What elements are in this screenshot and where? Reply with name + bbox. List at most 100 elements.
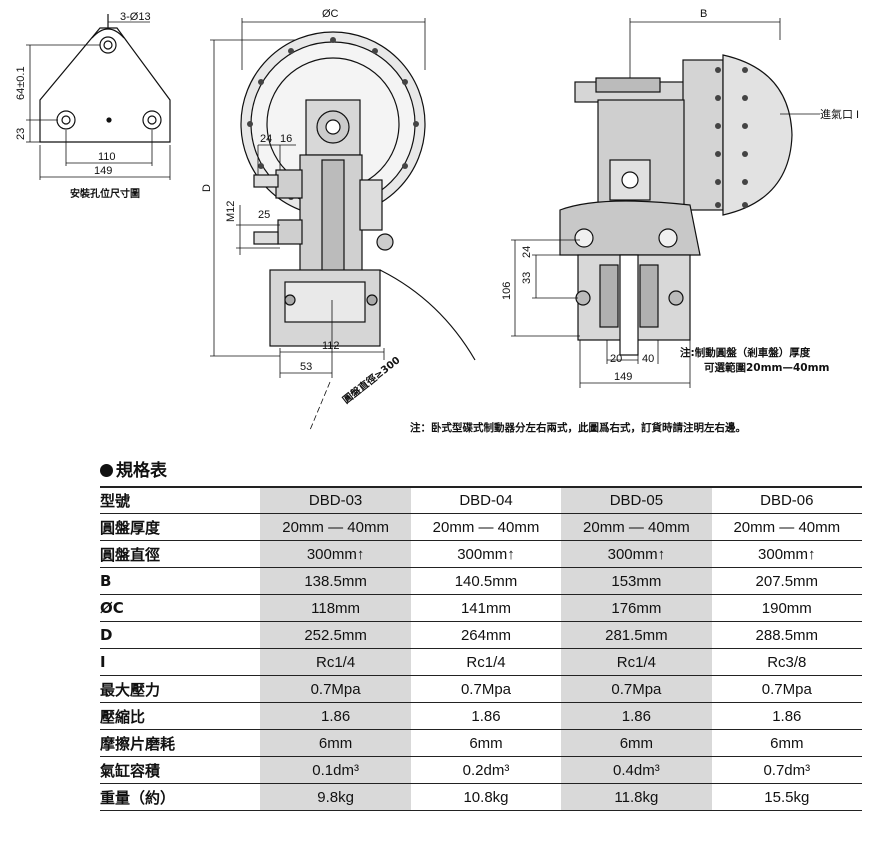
table-cell: 0.7Mpa <box>410 675 562 703</box>
row-label: 圓盤直徑 <box>100 540 261 568</box>
table-cell: 6mm <box>260 729 411 757</box>
table-cell: 9.8kg <box>260 783 411 811</box>
orientation-note: 注：卧式型碟式制動器分左右兩式，此圖爲右式，訂貨時請注明左右邊。 <box>410 421 746 434</box>
table-cell: 1.86 <box>260 702 411 730</box>
table-cell: 1.86 <box>561 702 712 730</box>
disc-thickness-note-line2: 可選範圍20mm—40mm <box>704 361 830 374</box>
table-cell: 176mm <box>561 594 712 622</box>
dim-right-40-label: 40 <box>642 353 654 365</box>
table-cell: 141mm <box>410 594 562 622</box>
table-cell: 300mm↑ <box>711 540 862 568</box>
table-cell: 0.7dm³ <box>711 756 862 784</box>
table-cell: 300mm↑ <box>260 540 411 568</box>
row-label: 壓縮比 <box>100 702 261 730</box>
table-cell: DBD-03 <box>260 486 411 514</box>
brake-side-view <box>511 18 820 388</box>
dim-b-label: B <box>700 8 707 20</box>
table-cell: 15.5kg <box>711 783 862 811</box>
spec-section-title: 規格表 <box>100 456 167 481</box>
table-cell: 6mm <box>561 729 712 757</box>
row-label: ØC <box>100 594 261 622</box>
table-cell: 10.8kg <box>410 783 562 811</box>
table-cell: 6mm <box>711 729 862 757</box>
table-cell: DBD-06 <box>711 486 862 514</box>
row-label: 型號 <box>100 486 261 514</box>
dim-23-label: 23 <box>15 128 27 140</box>
table-cell: 1.86 <box>711 702 862 730</box>
disc-thickness-note-line1: 注:制動圓盤（剎車盤）厚度 <box>680 346 811 359</box>
table-cell: Rc3/8 <box>711 648 862 676</box>
table-cell: 0.4dm³ <box>561 756 712 784</box>
row-label: 摩擦片磨耗 <box>100 729 261 757</box>
table-cell: 0.7Mpa <box>260 675 411 703</box>
table-cell: 0.2dm³ <box>410 756 562 784</box>
table-cell: 190mm <box>711 594 862 622</box>
table-cell: Rc1/4 <box>260 648 411 676</box>
row-label: 最大壓力 <box>100 675 261 703</box>
disc-diameter-label: 圓盤直徑≥300 <box>340 353 403 406</box>
dim-24-label: 24 <box>260 133 272 145</box>
table-cell: 6mm <box>410 729 562 757</box>
dim-right-149-label: 149 <box>614 371 632 383</box>
dim-112-label: 112 <box>322 340 340 352</box>
table-cell: 288.5mm <box>711 621 862 649</box>
table-cell: 281.5mm <box>561 621 712 649</box>
dim-16-label: 16 <box>280 133 292 145</box>
inlet-label: 進氣口 I <box>820 107 859 121</box>
dim-d-label: D <box>201 184 213 192</box>
table-cell: 252.5mm <box>260 621 411 649</box>
row-label: I <box>100 648 261 676</box>
table-cell: DBD-05 <box>561 486 712 514</box>
table-cell: 11.8kg <box>561 783 712 811</box>
mounting-caption: 安裝孔位尺寸圖 <box>70 187 140 200</box>
row-label: D <box>100 621 261 649</box>
table-cell: 153mm <box>561 567 712 595</box>
dim-m12-label: M12 <box>225 201 237 222</box>
table-cell: 1.86 <box>410 702 562 730</box>
technical-drawing: 3-Ø13 64±0.1 23 110 149 安裝孔位尺寸圖 <box>15 8 859 434</box>
hole-spec-label: 3-Ø13 <box>120 11 151 23</box>
dim-149-label: 149 <box>94 165 112 177</box>
spec-title-text: 規格表 <box>116 461 167 481</box>
table-cell: 140.5mm <box>410 567 562 595</box>
row-label: 氣缸容積 <box>100 756 261 784</box>
table-cell: 300mm↑ <box>410 540 562 568</box>
dim-c-label: ØC <box>322 8 339 20</box>
row-label: 重量（約） <box>100 783 261 811</box>
table-cell: 20mm — 40mm <box>561 513 712 541</box>
bullet-icon <box>100 464 113 477</box>
table-cell: 118mm <box>260 594 411 622</box>
mounting-plate-view <box>26 14 171 180</box>
table-cell: 300mm↑ <box>561 540 712 568</box>
dim-right-106-label: 106 <box>501 282 513 300</box>
table-cell: 138.5mm <box>260 567 411 595</box>
dim-110-label: 110 <box>98 151 116 163</box>
table-cell: Rc1/4 <box>561 648 712 676</box>
dim-64-label: 64±0.1 <box>15 66 27 100</box>
dim-53-label: 53 <box>300 361 312 373</box>
table-cell: Rc1/4 <box>410 648 562 676</box>
table-cell: 0.1dm³ <box>260 756 411 784</box>
dim-right-24-label: 24 <box>521 246 533 258</box>
row-label: B <box>100 567 261 595</box>
table-cell: 207.5mm <box>711 567 862 595</box>
brake-front-view <box>210 18 476 431</box>
dim-right-33-label: 33 <box>521 272 533 284</box>
table-cell: 20mm — 40mm <box>711 513 862 541</box>
table-cell: 20mm — 40mm <box>410 513 562 541</box>
table-cell: 0.7Mpa <box>711 675 862 703</box>
row-label: 圓盤厚度 <box>100 513 261 541</box>
table-cell: 264mm <box>410 621 562 649</box>
